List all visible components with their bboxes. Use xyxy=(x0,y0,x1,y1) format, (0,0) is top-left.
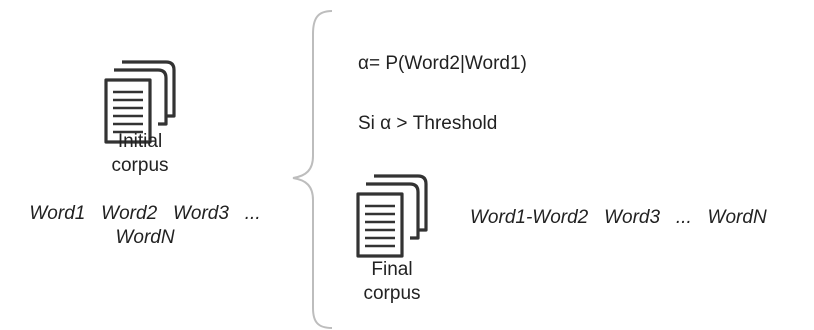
final-corpus-label: Final corpus xyxy=(342,258,442,306)
final-words: Word1-Word2 Word3 ... WordN xyxy=(470,207,767,228)
final-corpus-label-line2: corpus xyxy=(363,283,421,304)
initial-corpus-label: Initial corpus xyxy=(90,130,190,178)
initial-words-line2: WordN xyxy=(115,227,175,248)
initial-words-line1: Word1 Word2 Word3 ... xyxy=(29,203,261,224)
initial-corpus-label-line1: Initial xyxy=(117,131,163,152)
threshold-condition: Si α > Threshold xyxy=(358,113,498,134)
probability-formula: α= P(Word2|Word1) xyxy=(358,53,527,74)
final-corpus-label-line1: Final xyxy=(371,259,413,280)
initial-words: Word1 Word2 Word3 ... WordN xyxy=(0,202,290,250)
initial-corpus-documents-icon xyxy=(104,60,176,144)
final-corpus-documents-icon xyxy=(356,174,428,258)
initial-corpus-label-line2: corpus xyxy=(111,155,169,176)
curly-brace-icon xyxy=(292,10,333,329)
